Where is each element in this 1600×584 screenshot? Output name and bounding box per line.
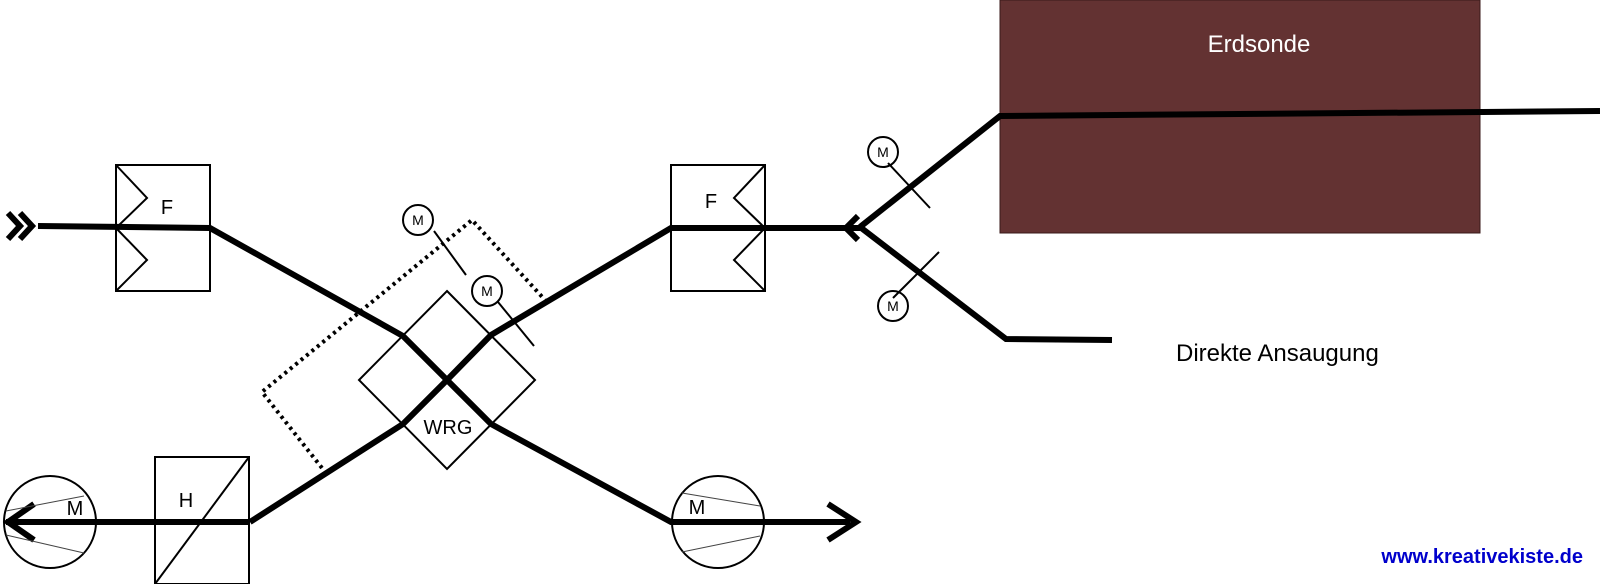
damper-motor-1: M [402, 204, 467, 276]
svg-text:M: M [877, 144, 889, 160]
extract-inlet-chevrons-icon [5, 210, 37, 242]
supply-fan: M [3, 475, 97, 569]
heat-recovery-unit: WRG [357, 289, 537, 471]
damper-motor-4: M [877, 251, 940, 322]
heater-label: H [179, 490, 193, 512]
filter-right: F [670, 164, 766, 292]
svg-text:M: M [887, 298, 899, 314]
bypass-dotted-line [259, 217, 547, 470]
filter-left-label: F [161, 197, 173, 219]
exhaust-fan-label: M [689, 497, 706, 519]
damper-motor-3: M [867, 136, 931, 209]
supply-intake-duct [248, 225, 860, 525]
filter-right-label: F [705, 191, 717, 213]
direct-intake-label: Direkte Ansaugung [1176, 340, 1379, 367]
supply-outlet-arrow-icon [2, 501, 36, 543]
exhaust-outlet-arrow-icon [826, 501, 862, 543]
direct-intake-duct [858, 224, 1113, 343]
supply-fan-label: M [67, 498, 84, 520]
exhaust-fan: M [671, 475, 765, 569]
ground-probe-label: Erdsonde [1208, 31, 1311, 58]
svg-text:M: M [412, 212, 424, 228]
outdoor-inlet-chevron-icon [841, 213, 861, 243]
outdoor-air-duct [858, 108, 1600, 230]
heat-recovery-label: WRG [424, 417, 473, 439]
website-label: www.kreativekiste.de [1380, 546, 1583, 568]
svg-text:M: M [481, 283, 493, 299]
heater: H [154, 456, 250, 584]
filter-left: F [115, 164, 211, 292]
damper-motor-2: M [471, 275, 535, 347]
